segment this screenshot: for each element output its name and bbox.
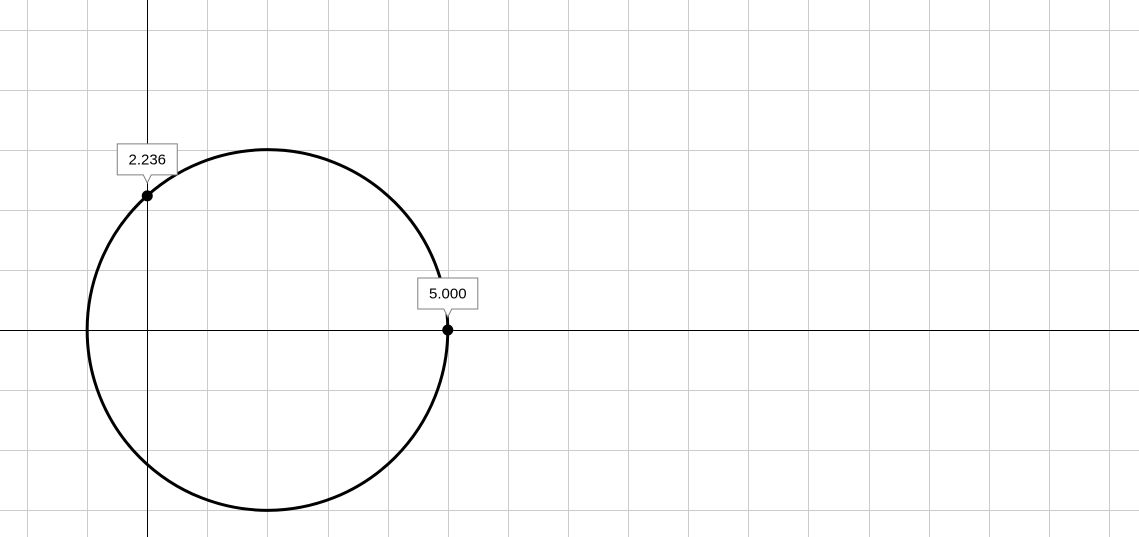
point-dot[interactable] xyxy=(141,190,153,202)
points: 2.236 5.000 xyxy=(116,143,479,336)
point-label-box xyxy=(116,143,178,184)
labeled-point[interactable]: 5.000 xyxy=(417,277,479,336)
point-label-text: 2.236 xyxy=(128,151,166,168)
point-dot[interactable] xyxy=(442,324,454,336)
point-label-text: 5.000 xyxy=(429,286,467,303)
labeled-point[interactable]: 2.236 xyxy=(116,143,178,202)
point-label-box xyxy=(417,277,479,319)
